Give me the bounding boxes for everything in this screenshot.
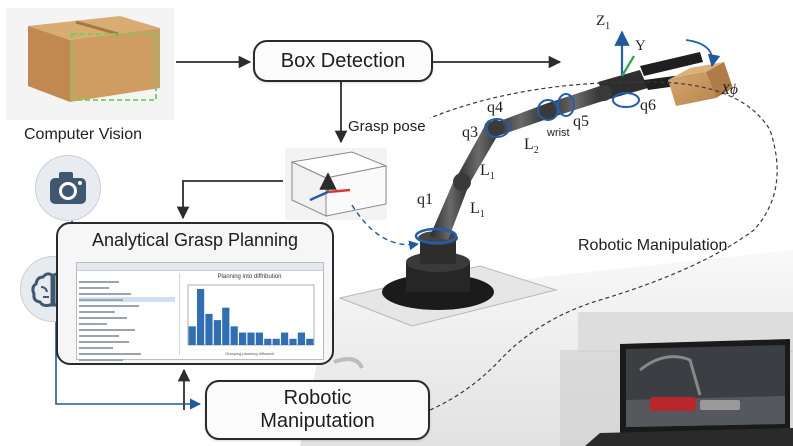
label-wrist: wrist [547, 127, 570, 139]
screen-tree-panel [79, 273, 175, 361]
histogram-bar [272, 338, 280, 345]
box-detection-node: Box Detection [253, 40, 433, 82]
label-y: Y [635, 38, 646, 54]
histogram-bar [205, 313, 213, 345]
histogram-bar [230, 326, 238, 345]
grasp-planning-label: Analytical Grasp Planning [91, 230, 299, 250]
histogram-bar [197, 289, 205, 345]
label-q4: q4 [487, 99, 503, 116]
camera-icon-circle [35, 155, 101, 221]
label-l1-upper: L1 [480, 162, 495, 183]
label-q6: q6 [640, 97, 656, 114]
plot-window: Planning into diffribution Grasping plan… [179, 273, 319, 356]
curl-arrow [333, 357, 364, 369]
grasp-pose-image [285, 148, 388, 220]
joint-ring-q5 [557, 93, 575, 117]
label-z1: Z1 [596, 13, 611, 32]
robot-frame-axes [614, 30, 721, 77]
label-q3: q3 [462, 124, 478, 141]
histogram-bar [222, 307, 230, 345]
robotic-manipulation-label: Robotic Manipulation [578, 237, 728, 254]
arrow-grasp-pose-to-robot [351, 204, 419, 251]
histogram-bar [239, 332, 247, 345]
histogram-bar [306, 338, 314, 345]
histogram-bar [188, 326, 196, 345]
plot-title: Planning into diffribution [217, 274, 282, 280]
label-q5: q5 [573, 113, 589, 130]
histogram-bar [281, 332, 289, 345]
robotic-manipulation-node: Robotic Maniputation [205, 380, 430, 440]
connectors [55, 55, 778, 411]
joint-ring-q6 [612, 92, 640, 108]
arrow-grasp-pose-to-planning [176, 180, 283, 220]
robot-loop-dashed [429, 81, 778, 411]
label-l2: L2 [524, 136, 539, 157]
camera-icon [50, 172, 86, 204]
histogram-bar [264, 338, 272, 345]
laptop [585, 339, 793, 446]
histogram [187, 284, 315, 346]
grasp-pose-label: Grasp pose [348, 118, 426, 135]
histogram-bar [255, 332, 263, 345]
robot-base [338, 231, 558, 327]
robot-arm [414, 52, 706, 245]
label-l1-lower: L1 [470, 200, 485, 221]
manipulation-label-line2: Maniputation [260, 410, 375, 432]
label-q1: q1 [417, 191, 433, 208]
histogram-bar [213, 320, 221, 345]
planning-software-screen: Planning into diffribution Grasping plan… [76, 262, 324, 361]
joint-ring-q1 [414, 227, 458, 245]
box-detection-label: Box Detection [280, 49, 406, 72]
manipulation-label-line1: Robotic [283, 387, 352, 409]
grasp-planning-node: Analytical Grasp Planning Planning into … [56, 222, 334, 365]
histogram-bar [289, 338, 297, 345]
plot-xlabel: Grasping planning diffrastrit [225, 351, 274, 356]
vision-caption: Computer Vision [24, 126, 142, 143]
vision-image [6, 8, 174, 120]
histogram-bar [297, 332, 305, 345]
histogram-bar [247, 332, 255, 345]
label-x-phi: Xϕ [721, 82, 738, 98]
screen-toolbar [77, 263, 323, 271]
joint-ring-q3 [484, 118, 510, 138]
